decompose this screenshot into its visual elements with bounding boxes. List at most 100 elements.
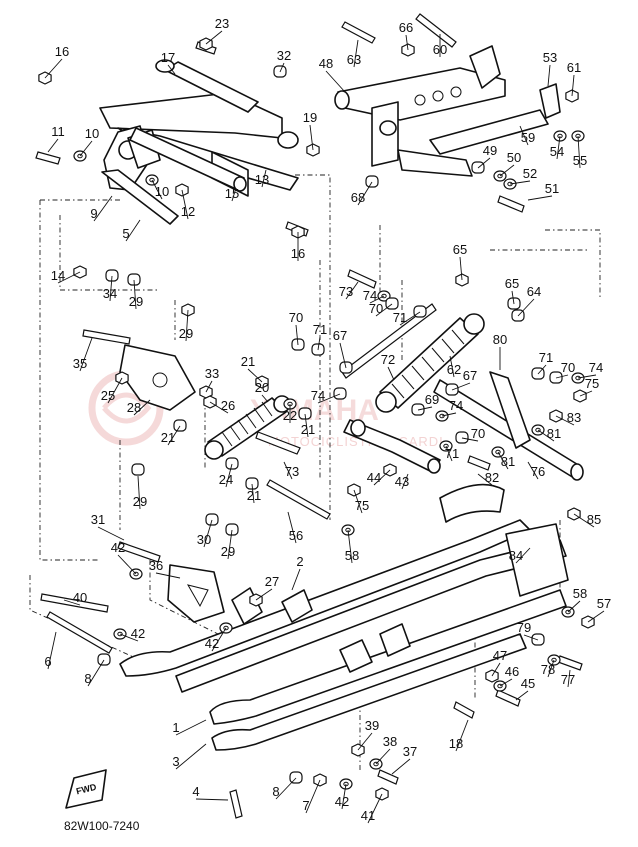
leader-line: [341, 783, 347, 810]
part-callout: 58: [573, 586, 587, 601]
part-callout: 16: [291, 246, 305, 261]
part-callout: 47: [493, 648, 507, 663]
leader-line: [287, 511, 297, 544]
part-callout: 75: [355, 498, 369, 513]
part-callout: 28: [127, 400, 141, 415]
part-callout: 26: [221, 398, 235, 413]
leader-line: [133, 279, 137, 310]
leader-line: [57, 271, 81, 284]
part-callout: 19: [303, 110, 317, 125]
leader-line: [555, 374, 569, 379]
leader-line: [357, 181, 373, 206]
part-callout: 42: [335, 794, 349, 809]
leader-line: [511, 290, 515, 305]
leader-line: [556, 135, 561, 160]
part-callout: 21: [161, 430, 175, 445]
part-callout: 2: [296, 554, 303, 569]
leader-line: [347, 529, 353, 564]
slide-rails: [119, 483, 569, 751]
part-callout: 49: [483, 143, 497, 158]
part-callout: 9: [90, 206, 97, 221]
part-callout: 65: [453, 242, 467, 257]
leader-lines: [44, 30, 605, 824]
part-callout: 30: [197, 532, 211, 547]
leader-line: [523, 634, 539, 641]
collar: [365, 175, 379, 188]
part-callout: 37: [403, 744, 417, 759]
leader-line: [295, 324, 299, 346]
front-pivot-shaft: [129, 127, 247, 192]
leader-line: [255, 588, 273, 601]
collar: [225, 523, 239, 536]
lower-bracket: [167, 564, 225, 623]
leader-line: [497, 451, 509, 470]
leader-line: [441, 412, 457, 417]
leader-line: [477, 473, 493, 486]
part-callout: 67: [463, 368, 477, 383]
part-callout: 80: [493, 332, 507, 347]
part-callout: 85: [587, 512, 601, 527]
part-callout: 83: [567, 410, 581, 425]
part-callout: 70: [561, 360, 575, 375]
leader-line: [357, 732, 373, 751]
part-callout: 8: [84, 671, 91, 686]
leader-line: [227, 529, 233, 560]
leader-line: [309, 124, 314, 151]
part-callout: 78: [541, 662, 555, 677]
part-callout: 5: [122, 226, 129, 241]
leader-line: [517, 298, 535, 317]
part-callout: 27: [265, 574, 279, 589]
collar: [445, 383, 459, 396]
part-callout: 51: [545, 181, 559, 196]
leader-line: [125, 219, 141, 242]
leader-line: [519, 125, 529, 146]
part-callout: 40: [73, 590, 87, 605]
leader-line: [151, 179, 163, 200]
leader-line: [181, 189, 189, 220]
part-callout: 4: [192, 784, 199, 799]
collar: [455, 431, 469, 444]
leader-line: [459, 256, 463, 281]
leader-line: [451, 382, 471, 391]
part-callout: 46: [505, 664, 519, 679]
part-callout: 8: [272, 784, 279, 799]
leader-line: [155, 572, 181, 579]
leader-line: [339, 342, 347, 369]
leader-line: [537, 429, 555, 442]
part-callout: 74: [589, 360, 603, 375]
leader-line: [209, 401, 229, 414]
part-callout: 22: [283, 408, 297, 423]
leader-line: [391, 758, 411, 775]
part-callout: 29: [133, 494, 147, 509]
part-callout: 73: [285, 464, 299, 479]
leader-line: [107, 377, 123, 404]
leader-line: [205, 30, 223, 45]
part-callout: 12: [181, 204, 195, 219]
leader-line: [231, 187, 237, 202]
leader-line: [185, 309, 189, 342]
leader-line: [63, 599, 81, 606]
part-callout: 23: [215, 16, 229, 31]
leader-line: [175, 719, 207, 736]
part-callout: 39: [365, 718, 379, 733]
leader-line: [499, 164, 515, 177]
leader-line: [345, 281, 359, 300]
part-callout: 42: [205, 636, 219, 651]
part-callout: 10: [155, 184, 169, 199]
part-callout: 13: [255, 172, 269, 187]
part-callout: 25: [101, 388, 115, 403]
leader-line: [455, 719, 469, 752]
part-callout: 21: [247, 488, 261, 503]
part-callout: 67: [333, 328, 347, 343]
collar: [97, 653, 111, 666]
leader-line: [547, 659, 555, 678]
leader-line: [417, 406, 433, 411]
leader-line: [317, 336, 321, 351]
part-callout: 1: [172, 720, 179, 735]
leader-line: [387, 366, 395, 381]
part-callout: 74: [311, 388, 325, 403]
front-suspension-arm: [99, 59, 299, 225]
part-callout: 62: [447, 362, 461, 377]
leader-line: [225, 463, 233, 488]
